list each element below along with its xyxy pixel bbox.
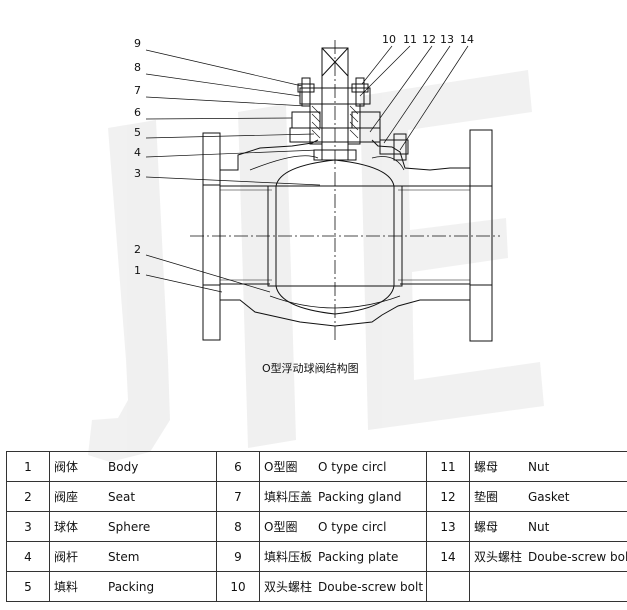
part-name-zh: 球体 — [54, 520, 79, 534]
callout-10: 10 — [382, 33, 396, 46]
part-name-en: Doube-screw bolt — [318, 580, 424, 594]
callout-3: 3 — [134, 167, 141, 180]
diagram-caption: O型浮动球阀结构图 — [262, 361, 359, 375]
part-name-en: O type circl — [318, 520, 387, 534]
part-name-en: Packing gland — [318, 490, 402, 504]
callout-11: 11 — [403, 33, 417, 46]
part-description: 填料压板 Packing plate — [259, 541, 427, 572]
part-name-zh: 垫圈 — [474, 490, 499, 504]
right-flange — [469, 129, 493, 342]
part-number: 8 — [216, 511, 260, 542]
part-name-en: Packing — [108, 580, 155, 594]
part-name-en: Packing plate — [318, 550, 399, 564]
callout-6: 6 — [134, 106, 141, 119]
part-number: 1 — [6, 451, 50, 482]
part-description: 填料 Packing — [49, 571, 217, 602]
part-name-en: Stem — [108, 550, 140, 564]
part-name-en: Body — [108, 460, 139, 474]
part-description: 螺母 Nut — [469, 511, 627, 542]
part-description — [469, 571, 627, 602]
part-name-zh: 螺母 — [474, 520, 499, 534]
valve-drawing: 9 8 7 6 5 4 3 2 1 10 11 12 13 14 O型浮动球阀结… — [134, 33, 500, 375]
part-description: 球体 Sphere — [49, 511, 217, 542]
part-description: 阀杆 Stem — [49, 541, 217, 572]
part-description: 阀体 Body — [49, 451, 217, 482]
left-flange — [202, 132, 221, 341]
table-row: 4 阀杆 Stem 9 填料压板 Packing plate 14 双头螺柱 Doube-scr… — [6, 541, 627, 572]
part-name-en: Nut — [528, 520, 550, 534]
part-description: 双头螺柱 Doube-screw bolt — [259, 571, 427, 602]
body-top-outline — [220, 139, 470, 171]
part-name-zh: O型圈 — [264, 520, 298, 534]
part-number: 10 — [216, 571, 260, 602]
part-description: 阀座 Seat — [49, 481, 217, 512]
part-number: 3 — [6, 511, 50, 542]
body-bottom-outline — [220, 299, 470, 327]
part-name-zh: 填料 — [54, 580, 79, 594]
callout-5: 5 — [134, 126, 141, 139]
callout-1: 1 — [134, 264, 141, 277]
table-row: 5 填料 Packing 10 双头螺柱 Doube-screw bolt — [6, 571, 627, 602]
part-name-en: Sphere — [108, 520, 151, 534]
part-number: 5 — [6, 571, 50, 602]
part-description: 双头螺柱 Doube-screw bolt — [469, 541, 627, 572]
callout-12: 12 — [422, 33, 436, 46]
part-name-zh: 阀杆 — [54, 550, 79, 564]
callout-14: 14 — [460, 33, 474, 46]
callout-8: 8 — [134, 61, 141, 74]
part-name-en: Gasket — [528, 490, 570, 504]
part-name-zh: 阀体 — [54, 460, 79, 474]
part-description: O型圈 O type circl — [259, 511, 427, 542]
part-number: 13 — [426, 511, 470, 542]
callout-9: 9 — [134, 37, 141, 50]
part-number: 6 — [216, 451, 260, 482]
part-description: 填料压盖 Packing gland — [259, 481, 427, 512]
part-name-zh: 双头螺柱 — [264, 580, 313, 594]
part-description: O型圈 O type circl — [259, 451, 427, 482]
table-row: 3 球体 Sphere 8 O型圈 O type circl 13 螺母 Nut — [6, 511, 627, 542]
part-description: 垫圈 Gasket — [469, 481, 627, 512]
part-name-zh: 阀座 — [54, 490, 79, 504]
part-name-en: Doube-screw bolt — [528, 550, 627, 564]
part-name-en: Nut — [528, 460, 550, 474]
callout-4: 4 — [134, 146, 141, 159]
part-name-zh: O型圈 — [264, 460, 298, 474]
part-name-en: O type circl — [318, 460, 387, 474]
callout-2: 2 — [134, 243, 141, 256]
part-number: 7 — [216, 481, 260, 512]
part-number: 11 — [426, 451, 470, 482]
callout-13: 13 — [440, 33, 454, 46]
part-number: 9 — [216, 541, 260, 572]
callout-7: 7 — [134, 84, 141, 97]
part-number: 2 — [6, 481, 50, 512]
part-description: 螺母 Nut — [469, 451, 627, 482]
table-row: 2 阀座 Seat 7 填料压盖 Packing gland 12 垫圈 Gasket — [6, 481, 627, 512]
part-number — [426, 571, 470, 602]
table-row: 1 阀体 Body 6 O型圈 O type circl 11 螺母 Nut — [6, 451, 627, 482]
part-name-zh: 双头螺柱 — [474, 550, 523, 564]
part-name-zh: 填料压板 — [264, 550, 313, 564]
part-number: 4 — [6, 541, 50, 572]
part-number: 12 — [426, 481, 470, 512]
part-name-zh: 螺母 — [474, 460, 499, 474]
part-number: 14 — [426, 541, 470, 572]
part-name-zh: 填料压盖 — [264, 490, 313, 504]
part-name-en: Seat — [108, 490, 136, 504]
